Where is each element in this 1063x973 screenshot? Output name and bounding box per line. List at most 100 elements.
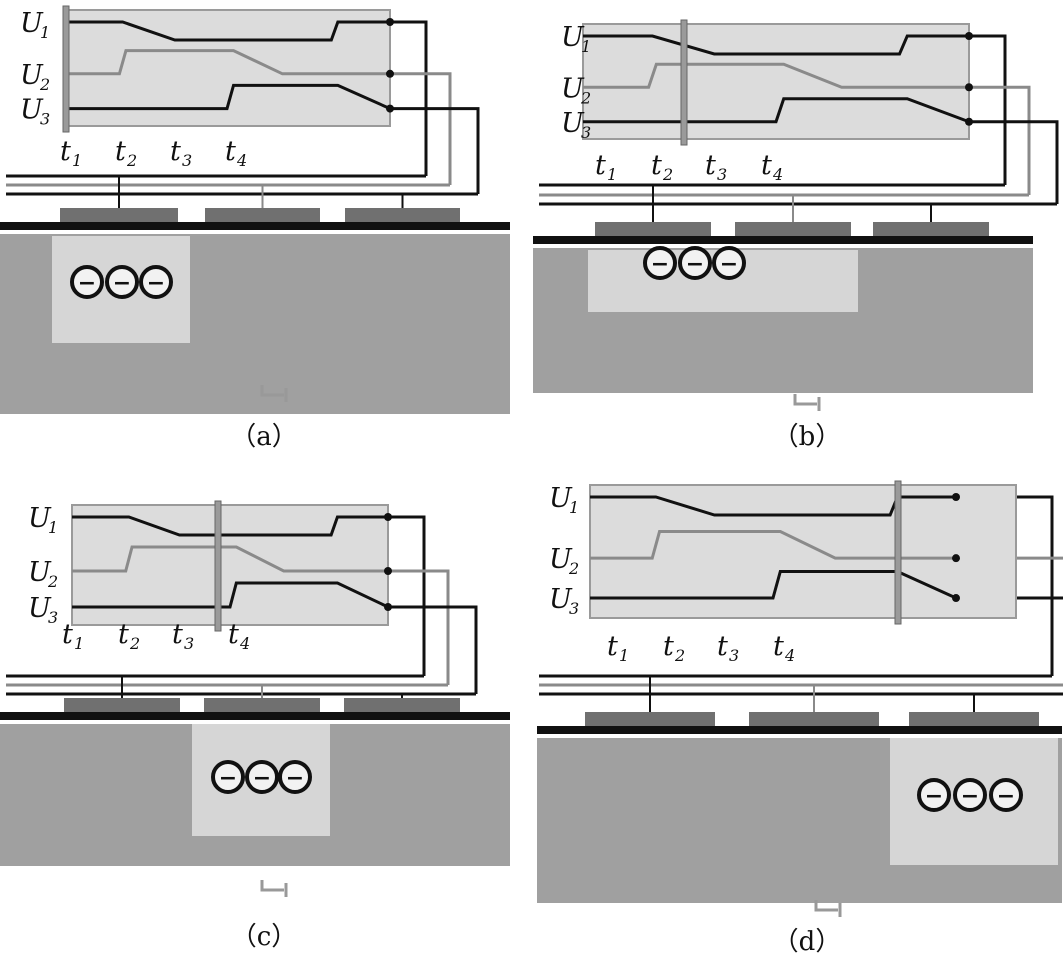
electron-2 xyxy=(953,778,987,812)
time-subscript-t3: 3 xyxy=(184,634,194,653)
junction-dot-2 xyxy=(965,83,973,92)
time-label-t2: t xyxy=(663,631,674,662)
clock-feed-2 xyxy=(388,569,450,685)
time-subscript-t2: 2 xyxy=(674,646,685,665)
time-label-t4: t xyxy=(225,136,236,167)
gate-electrode-3 xyxy=(909,712,1039,726)
clock-feed-3 xyxy=(388,605,478,694)
gate-electrode-2 xyxy=(205,208,320,222)
electron-minus-sign: − xyxy=(720,252,738,277)
time-label-t4: t xyxy=(228,619,239,650)
time-marker-bar xyxy=(894,480,902,625)
electron-minus-sign: − xyxy=(997,784,1015,809)
voltage-subscript-u3: 3 xyxy=(40,110,50,129)
u3-waveform xyxy=(583,97,970,124)
time-subscript-t1: 1 xyxy=(619,646,629,665)
voltage-subscript-u2: 2 xyxy=(580,88,591,107)
voltage-label-u2: U xyxy=(20,60,44,91)
junction-dot-3 xyxy=(952,594,960,603)
time-subscript-t2: 2 xyxy=(126,151,137,170)
gate-electrode-1 xyxy=(585,712,715,726)
voltage-label-u3: U xyxy=(20,95,44,126)
clock-feed-1 xyxy=(969,34,1007,185)
time-marker-bar xyxy=(214,500,222,632)
time-subscript-t4: 4 xyxy=(784,646,795,665)
gate-electrode-2 xyxy=(749,712,879,726)
electron-1 xyxy=(70,265,104,299)
gate-electrode-3 xyxy=(873,222,989,236)
electron-minus-sign: − xyxy=(113,271,131,296)
voltage-label-u1: U xyxy=(549,483,573,514)
voltage-subscript-u2: 2 xyxy=(568,559,579,578)
electron-minus-sign: − xyxy=(219,766,237,791)
u2-waveform xyxy=(583,62,969,89)
time-label-t1: t xyxy=(607,631,618,662)
gate-electrode-1 xyxy=(64,698,180,712)
time-label-t3: t xyxy=(170,136,181,167)
electron-3 xyxy=(712,246,746,280)
junction-dot-2 xyxy=(952,554,960,563)
clock-feed-3 xyxy=(969,120,1059,204)
clock-feed-2 xyxy=(390,72,452,185)
voltage-subscript-u3: 3 xyxy=(581,123,591,142)
time-label-t3: t xyxy=(705,150,716,181)
voltage-subscript-u3: 3 xyxy=(48,608,58,627)
time-subscript-t3: 3 xyxy=(182,151,192,170)
gate-electrode-1 xyxy=(60,208,178,222)
voltage-subscript-u1: 1 xyxy=(569,498,579,517)
electron-minus-sign: − xyxy=(286,766,304,791)
voltage-subscript-u2: 2 xyxy=(47,572,58,591)
time-label-t4: t xyxy=(761,150,772,181)
time-label-t2: t xyxy=(651,150,662,181)
junction-dot-1 xyxy=(384,513,392,521)
electron-1 xyxy=(211,760,245,794)
voltage-label-u2: U xyxy=(561,73,585,104)
electron-minus-sign: − xyxy=(78,271,96,296)
time-label-t3: t xyxy=(717,631,728,662)
electron-minus-sign: − xyxy=(253,766,271,791)
electron-1 xyxy=(917,778,951,812)
junction-dot-1 xyxy=(386,18,394,26)
clock-feed-1 xyxy=(390,20,428,176)
u3-waveform xyxy=(590,569,957,600)
time-label-t1: t xyxy=(60,136,71,167)
u2-waveform xyxy=(72,545,388,573)
electron-1 xyxy=(643,246,677,280)
time-marker-bar xyxy=(680,19,688,146)
timing-panel xyxy=(589,484,1017,619)
junction-dot-3 xyxy=(965,117,973,126)
electron-minus-sign: − xyxy=(651,252,669,277)
time-subscript-t2: 2 xyxy=(662,165,673,184)
junction-dot-1 xyxy=(952,493,960,501)
voltage-subscript-u1: 1 xyxy=(581,37,591,56)
u1-waveform xyxy=(583,34,969,56)
oxide-layer xyxy=(533,236,1033,244)
time-subscript-t4: 4 xyxy=(772,165,783,184)
time-subscript-t3: 3 xyxy=(717,165,727,184)
time-label-t1: t xyxy=(595,150,606,181)
time-subscript-t3: 3 xyxy=(729,646,739,665)
voltage-label-u3: U xyxy=(549,584,573,615)
clock-feed-2 xyxy=(969,85,1031,195)
time-label-t3: t xyxy=(172,619,183,650)
gate-electrode-1 xyxy=(595,222,711,236)
gate-electrode-2 xyxy=(204,698,320,712)
electron-minus-sign: − xyxy=(925,784,943,809)
electron-minus-sign: − xyxy=(686,252,704,277)
u3-waveform xyxy=(64,83,391,111)
time-marker-bar xyxy=(62,5,70,133)
time-label-t1: t xyxy=(62,619,73,650)
electron-2 xyxy=(105,265,139,299)
gate-electrode-2 xyxy=(735,222,851,236)
voltage-label-u1: U xyxy=(20,8,44,39)
time-label-t2: t xyxy=(118,619,129,650)
panel-caption: （d） xyxy=(773,927,842,957)
voltage-subscript-u2: 2 xyxy=(39,75,50,94)
electron-minus-sign: − xyxy=(961,784,979,809)
ground-symbol xyxy=(793,394,817,406)
voltage-label-u3: U xyxy=(561,108,585,139)
electron-3 xyxy=(278,760,312,794)
